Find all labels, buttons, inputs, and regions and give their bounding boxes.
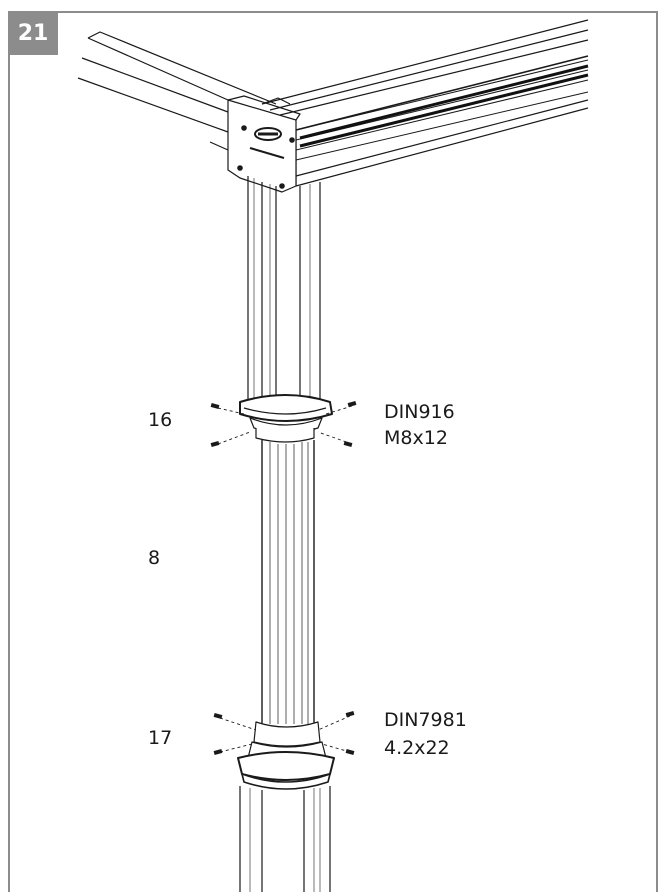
lower-screws [219,715,351,753]
instruction-frame [8,11,658,892]
fastener-standard-upper: DIN916 [384,401,455,423]
lower-post [239,786,331,892]
fastener-size-lower: 4.2x22 [384,737,450,759]
upper-screws [217,405,353,445]
lower-collar [237,721,335,790]
middle-post [261,440,315,724]
upper-post [247,176,321,400]
upper-collar [239,394,333,443]
part-label-17: 17 [148,727,173,749]
step-number-badge: 21 [8,11,58,55]
fastener-standard-lower: DIN7981 [384,709,467,731]
part-label-16: 16 [148,409,173,431]
lower-screw-heads [213,711,355,755]
fastener-size-upper: M8x12 [384,427,448,449]
right-roof-beam [261,19,589,187]
part-label-8: 8 [148,547,161,569]
upper-screw-heads [210,401,357,447]
corner-bracket [227,95,301,193]
left-roof-beam [77,31,277,151]
